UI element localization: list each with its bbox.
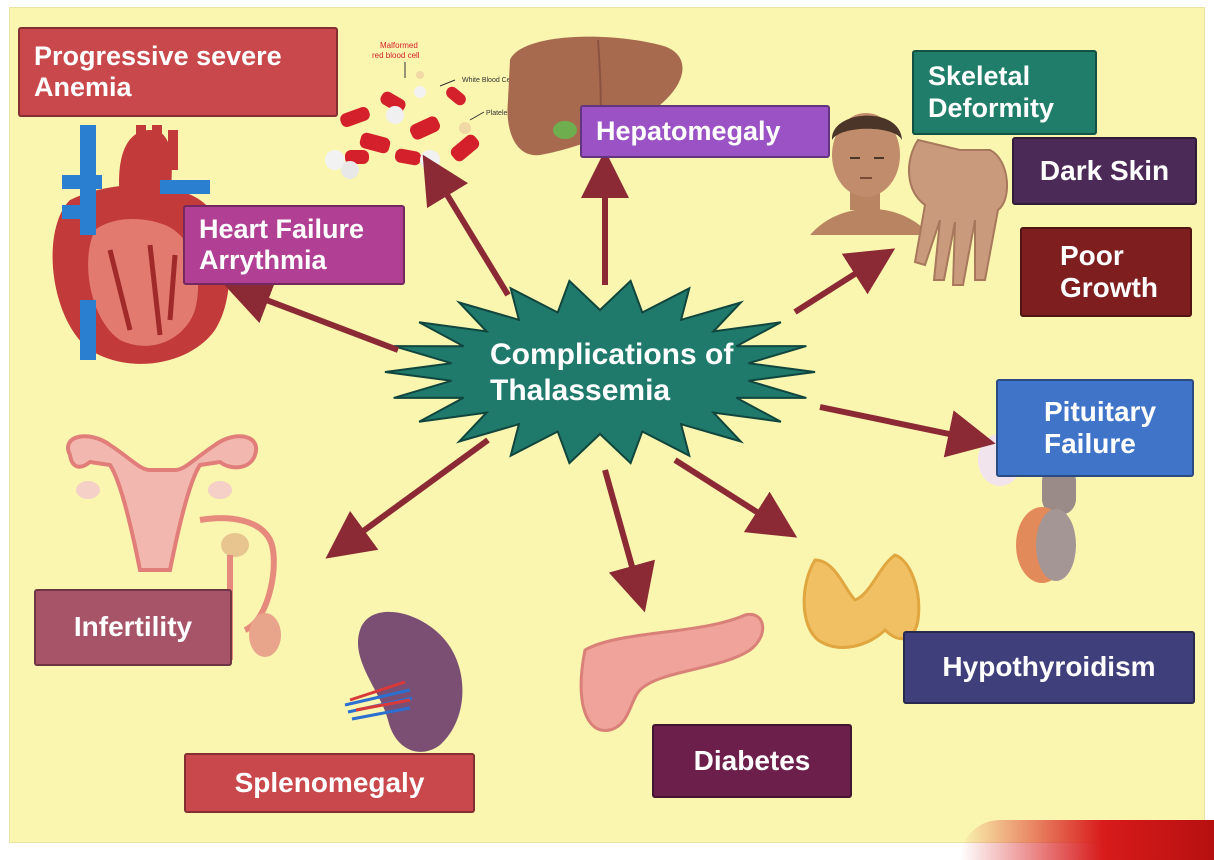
box-hepatomegaly: Hepatomegaly <box>580 105 830 158</box>
blood-label-wbc: White Blood Ce <box>462 77 511 84</box>
arrow-to-skeletal <box>793 248 896 315</box>
box-dark-skin: Dark Skin <box>1012 137 1197 205</box>
box-pituitary-failure: Pituitary Failure <box>996 379 1194 477</box>
arrow-to-pancreas <box>602 469 656 613</box>
spleen-illustration <box>344 611 463 752</box>
box-poor-growth: Poor Growth <box>1020 227 1192 317</box>
pancreas-illustration <box>579 612 765 732</box>
box-infertility: Infertility <box>34 589 232 666</box>
box-hypothyroidism: Hypothyroidism <box>903 631 1195 704</box>
arrow-to-blood <box>422 154 511 297</box>
heart-illustration <box>52 125 230 364</box>
box-skeletal-deformity: Skeletal Deformity <box>912 50 1097 135</box>
thyroid-illustration <box>802 553 921 649</box>
box-diabetes: Diabetes <box>652 724 852 798</box>
arrow-to-heart <box>223 278 400 353</box>
box-heart-failure: Heart Failure Arrythmia <box>183 205 405 285</box>
arrow-to-pituitary <box>819 404 996 458</box>
arrow-to-thyroid <box>673 457 798 538</box>
blood-label-platelet: Platele <box>486 110 508 117</box>
box-anemia: Progressive severe Anemia <box>18 27 338 117</box>
arrows <box>223 150 996 613</box>
box-splenomegaly: Splenomegaly <box>184 753 475 813</box>
hub-title: Complications of Thalassemia <box>490 338 734 407</box>
hand-illustration <box>907 138 1009 286</box>
hub-star <box>384 279 816 465</box>
child-face-illustration <box>810 113 930 235</box>
arrow-to-reproductive <box>325 437 490 559</box>
